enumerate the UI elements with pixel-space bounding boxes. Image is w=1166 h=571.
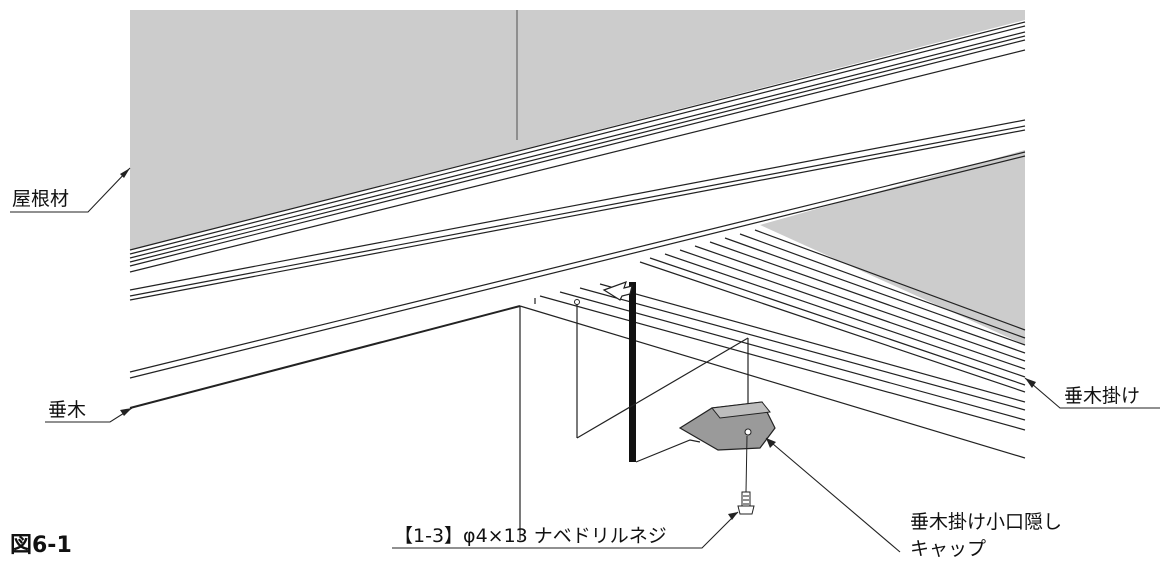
screw-position-marker — [574, 299, 580, 305]
roof-edge-rail — [129, 21, 1026, 297]
leader-lines — [10, 167, 1160, 553]
leader-arrowheads — [120, 168, 1036, 520]
screw-guide-line-diagonal — [576, 337, 749, 439]
roof-panel-upper — [130, 10, 1025, 250]
label-end-cap-line2: キャップ — [910, 538, 986, 560]
label-rafter: 垂木 — [48, 399, 86, 421]
label-screw: 【1-3】φ4×13 ナベドリルネジ — [394, 525, 667, 547]
roof-panel-right — [760, 150, 1025, 345]
rafter-hanger-ribs — [639, 229, 1026, 393]
support-bar — [629, 282, 636, 462]
direction-arrow-icon — [602, 281, 633, 301]
end-cap-part — [678, 401, 776, 451]
label-rafter-hanger: 垂木掛け — [1064, 385, 1140, 407]
figure-id-label: 図6-1 — [10, 533, 72, 558]
label-end-cap-line1: 垂木掛け小口隠し — [910, 511, 1062, 533]
bracket-outline — [635, 439, 701, 463]
label-roof-material: 屋根材 — [12, 188, 69, 210]
screw-part — [737, 435, 755, 515]
rafter-beam — [129, 129, 1026, 409]
rafter-hanger-body — [519, 283, 1026, 540]
